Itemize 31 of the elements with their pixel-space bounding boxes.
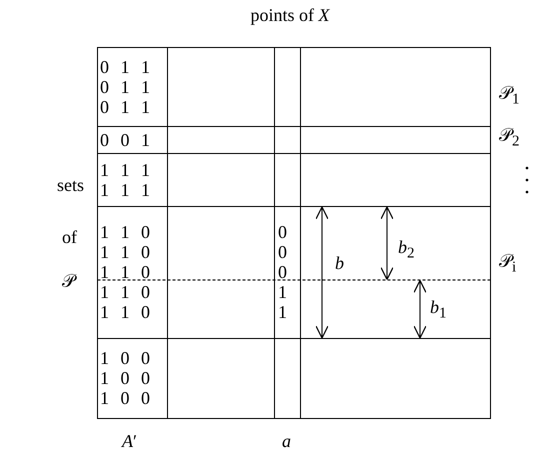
matrix-row: 1 1 1: [100, 180, 150, 198]
matrix-row: 0 1 1: [100, 58, 150, 76]
matrix-row: 1 0 0: [100, 349, 150, 368]
matrix-row: 1 0 0: [100, 389, 150, 408]
side-label: sets: [57, 176, 84, 194]
dimension-label: b$_{2}$: [398, 238, 414, 263]
dimension-label: b: [335, 254, 344, 272]
column-label: A′: [122, 432, 137, 450]
matrix-row: 1 1 1: [100, 160, 150, 178]
partition-label: 𝒫$_{2}$: [499, 126, 520, 151]
dimension-label: b$_{1}$: [430, 298, 446, 323]
matrix-row: 0 0 1: [100, 130, 150, 149]
matrix-row: 1 1 0: [100, 303, 150, 322]
matrix-cell: 0: [278, 223, 287, 242]
matrix-row: 0 1 1: [100, 78, 150, 96]
partition-label: 𝒫$_{i}$: [499, 252, 516, 277]
matrix-row: 1 0 0: [100, 369, 150, 388]
matrix-cell: 1: [278, 303, 287, 322]
matrix-cell: 1: [278, 283, 287, 302]
axis-title: points of X: [250, 6, 330, 24]
column-label: a: [282, 432, 291, 450]
matrix-cell: 0: [278, 243, 287, 262]
matrix-row: 1 1 0: [100, 283, 150, 302]
matrix-row: 1 1 0: [100, 243, 150, 262]
partition-label: 𝒫$_{1}$: [499, 84, 520, 109]
matrix-cell: 0: [278, 263, 287, 282]
matrix-row: 1 1 0: [100, 263, 150, 282]
side-label: 𝒫: [62, 272, 75, 290]
matrix-row: 1 1 0: [100, 223, 150, 242]
side-label: of: [62, 228, 77, 246]
matrix-row: 0 1 1: [100, 98, 150, 116]
